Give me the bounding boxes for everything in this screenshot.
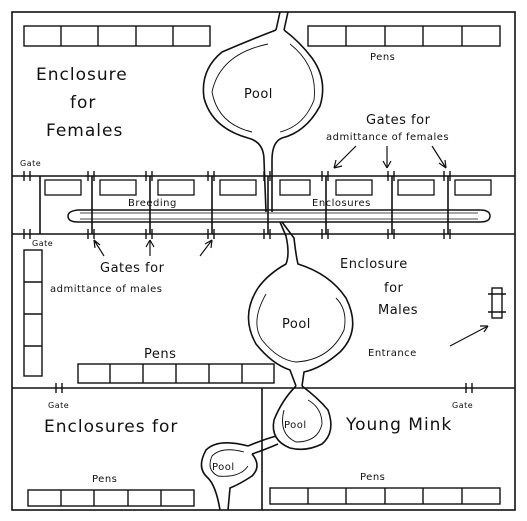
breeding-pen-dividers [39,176,449,234]
label-pens-bottom-right: Pens [360,472,385,483]
label-arrows [93,145,489,347]
pens-top-left [23,25,211,47]
label-entrance: Entrance [368,348,417,359]
label-gate-top-left: Gate [20,159,41,168]
pool-top-shape [202,29,324,213]
label-gate-bottom-right: Gate [452,401,473,410]
label-gates-females-1: Gates for [366,113,431,128]
pens-middle [77,363,275,384]
label-pool-small: Pool [284,420,307,431]
pool-bottom-shape [200,442,258,511]
label-gate-mid-left: Gate [32,239,53,248]
pool-mid-shape [247,287,354,387]
pens-left-vertical [23,249,43,377]
label-gate-bottom-left: Gate [48,401,69,410]
pens-top-right [307,25,501,47]
label-breeding: Breeding [128,198,177,209]
label-pool-mid: Pool [282,317,311,332]
label-enclosure-males-3: Males [378,303,418,318]
label-enclosure-males-2: for [384,281,404,296]
pool-small-shape [272,385,332,451]
outer-fence [11,11,516,511]
label-pens-mid: Pens [144,347,176,362]
label-gates-males-2: admittance of males [50,284,162,295]
label-enclosure-males-1: Enclosure [340,257,408,272]
label-enclosures: Enclosures [312,198,371,209]
breeding-nest-boxes [44,179,492,196]
label-gates-females-2: admittance of females [326,132,449,143]
label-gates-males-1: Gates for [100,261,165,276]
water-system [200,11,354,511]
pens-bottom-left [27,489,195,507]
label-pool-top: Pool [244,87,273,102]
pens-bottom-right [269,487,501,505]
label-pens-top-right: Pens [370,52,395,63]
label-young-mink: Young Mink [345,415,452,435]
gate-ticks [23,171,473,393]
entrance-gate [488,287,506,319]
breeding-water-channel [67,209,491,223]
label-enclosure-females-3: Females [46,121,123,141]
label-enclosure-females-1: Enclosure [36,65,128,85]
label-pool-bottom: Pool [212,462,235,473]
label-pens-bottom-left: Pens [92,474,117,485]
label-enclosure-females-2: for [70,93,96,113]
label-enclosures-for: Enclosures for [44,417,178,437]
